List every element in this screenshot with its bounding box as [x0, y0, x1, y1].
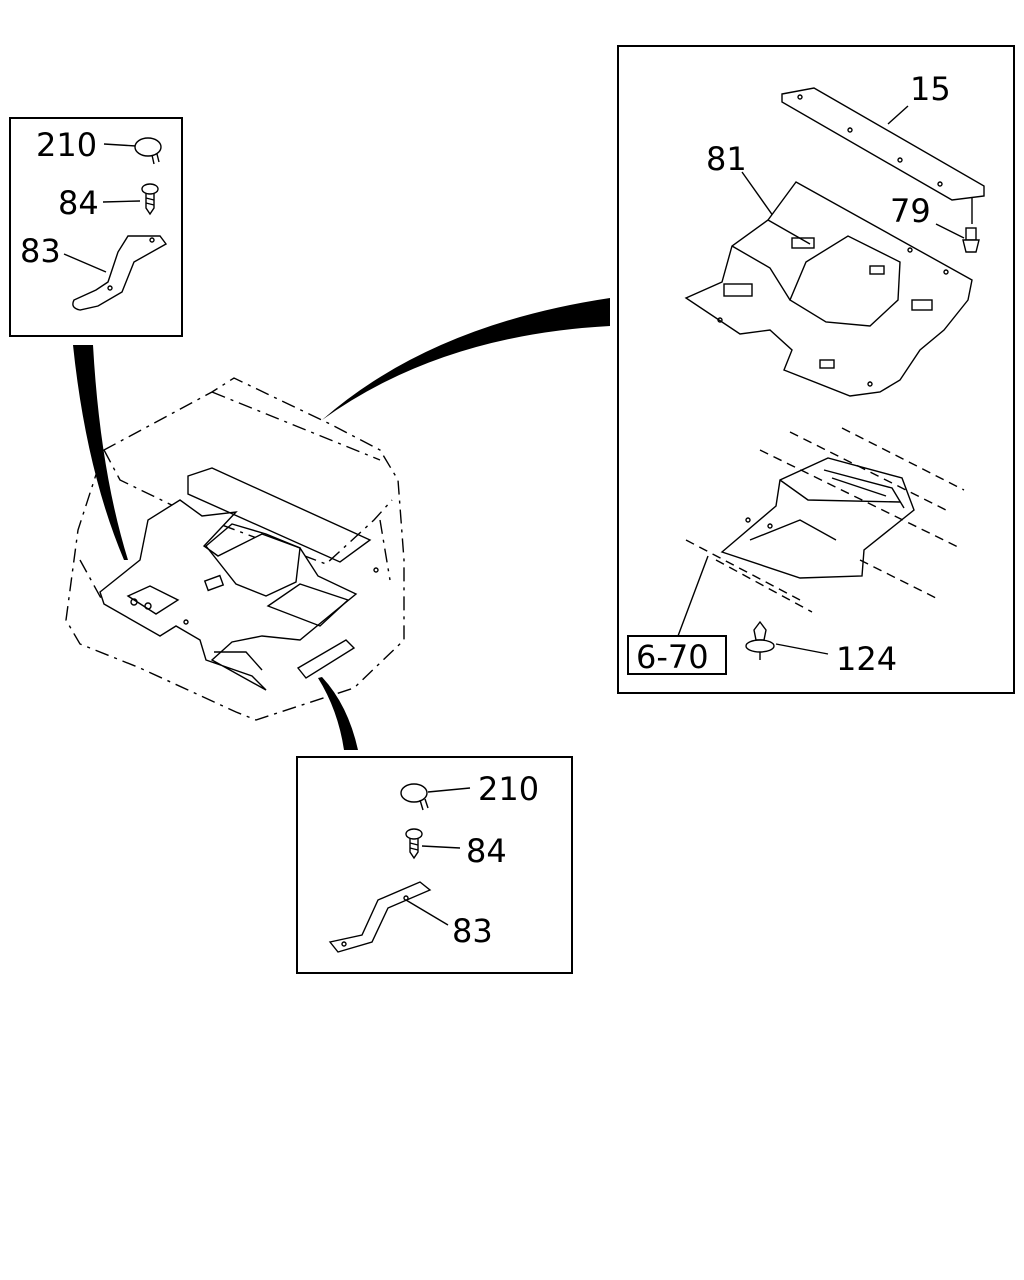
- bracket-icon: [72, 235, 168, 311]
- tunnel-outline: [685, 427, 965, 613]
- callout-83-bottom: 83: [452, 912, 493, 950]
- callout-79: 79: [890, 192, 931, 230]
- callout-15: 15: [910, 70, 951, 108]
- callout-124: 124: [836, 640, 897, 678]
- callout-210-bottom: 210: [478, 770, 539, 808]
- screw-icon-bottom: [405, 828, 423, 860]
- push-clip-icon: [745, 620, 775, 660]
- leader-wedge-bottom: [318, 677, 358, 750]
- detail-box-bottom: 210 84 83: [296, 756, 573, 974]
- clip-icon: [134, 137, 162, 165]
- clip-icon-bottom: [400, 783, 429, 811]
- floor-mat: [684, 181, 973, 397]
- fastener-icon: [962, 227, 980, 253]
- screw-icon: [141, 183, 159, 216]
- detail-box-left: 210 84 83: [9, 117, 183, 337]
- leader-wedge-right: [322, 298, 610, 420]
- callout-84-left: 84: [58, 184, 99, 222]
- callout-210-left: 210: [36, 126, 97, 164]
- callout-84-bottom: 84: [466, 832, 507, 870]
- callout-6-70: 6-70: [636, 638, 709, 676]
- cab-assembly: [65, 377, 405, 721]
- cover-panel: [781, 87, 985, 201]
- detail-box-right: 15 79 81: [617, 45, 1015, 694]
- callout-81: 81: [706, 140, 747, 178]
- reference-box: [627, 635, 727, 675]
- callout-83-left: 83: [20, 232, 61, 270]
- leader-wedge-left: [73, 345, 128, 560]
- bracket-icon-bottom: [328, 881, 432, 953]
